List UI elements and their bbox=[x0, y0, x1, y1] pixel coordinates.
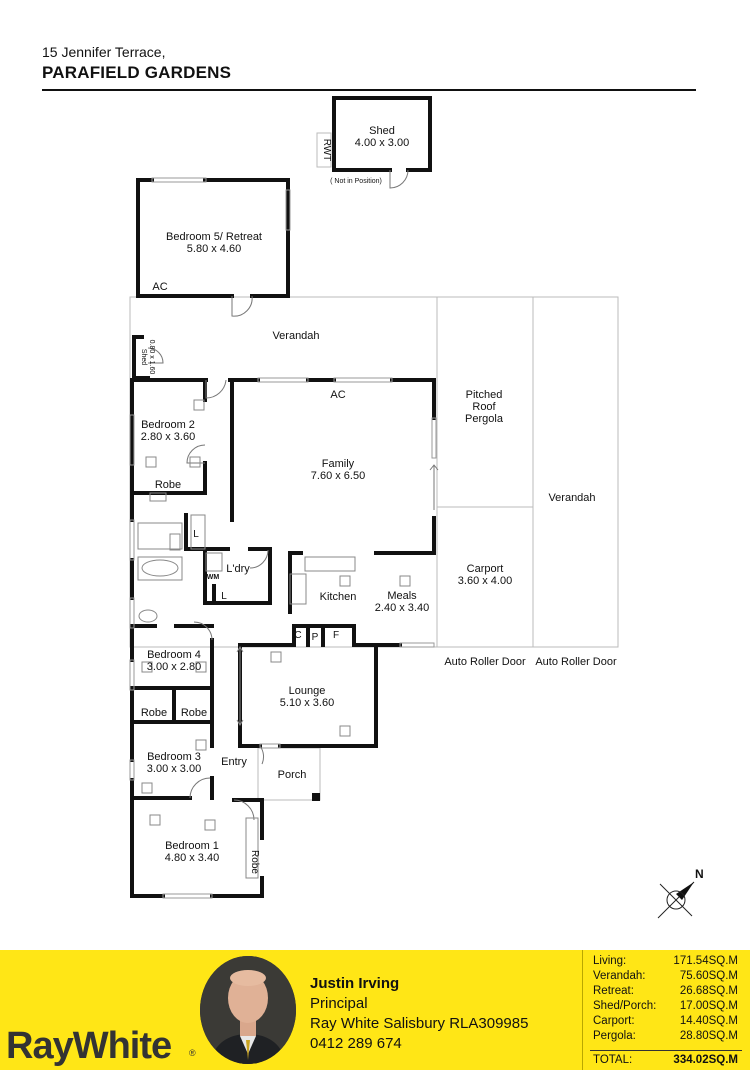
property-address: 15 Jennifer Terrace, bbox=[42, 44, 166, 60]
area-row-shed-porch: Shed/Porch: 17.00SQ.M bbox=[593, 999, 738, 1014]
header-divider bbox=[42, 89, 696, 91]
agent-phone[interactable]: 0412 289 674 bbox=[310, 1035, 402, 1052]
raywhite-logo: RayWhite bbox=[6, 1025, 172, 1067]
floor-plan: Shed 4.00 x 3.00 RWT ( Not in Position) … bbox=[129, 96, 704, 919]
entry-label: Entry bbox=[221, 756, 247, 768]
agent-portrait-icon bbox=[200, 956, 296, 1064]
cupboard-c: C bbox=[294, 630, 301, 641]
area-row-pergola: Pergola: 28.80SQ.M bbox=[593, 1029, 738, 1044]
agent-role: Principal bbox=[310, 995, 368, 1012]
agent-photo bbox=[200, 956, 296, 1064]
area-row-retreat: Retreat: 26.68SQ.M bbox=[593, 984, 738, 999]
pergola-line1: Pitched bbox=[466, 389, 503, 401]
linen2-label: L bbox=[221, 591, 227, 602]
shed-name: Shed bbox=[369, 125, 395, 137]
lounge-dims: 5.10 x 3.60 bbox=[280, 697, 334, 709]
rwt-label: RWT bbox=[321, 139, 332, 162]
porch-label: Porch bbox=[278, 769, 307, 781]
laundry-label: L'dry bbox=[226, 563, 250, 575]
pantry-p: P bbox=[312, 632, 319, 643]
bedroom4-dims: 3.00 x 2.80 bbox=[147, 661, 201, 673]
small-shed-dims: 0.80 x 1.60 bbox=[148, 340, 155, 375]
area-row-living: Living: 171.54SQ.M bbox=[593, 954, 738, 969]
property-suburb: PARAFIELD GARDENS bbox=[42, 63, 232, 82]
total-label: TOTAL: bbox=[593, 1054, 633, 1066]
area-label: Pergola: bbox=[593, 1030, 636, 1042]
carport-dims: 3.60 x 4.00 bbox=[458, 575, 512, 587]
pergola-line3: Pergola bbox=[465, 413, 504, 425]
roller-door-2: Auto Roller Door bbox=[535, 656, 617, 668]
verandah-top-label: Verandah bbox=[272, 330, 319, 342]
bedroom2-name: Bedroom 2 bbox=[141, 419, 195, 431]
area-value: 28.80SQ.M bbox=[679, 1030, 738, 1042]
roller-door-1: Auto Roller Door bbox=[444, 656, 526, 668]
area-row-carport: Carport: 14.40SQ.M bbox=[593, 1014, 738, 1029]
linen-label: L bbox=[193, 529, 199, 540]
fixtures bbox=[137, 399, 411, 879]
area-label: Verandah: bbox=[593, 970, 646, 982]
verandah-right-label: Verandah bbox=[548, 492, 595, 504]
north-label: N bbox=[695, 867, 704, 881]
agent-office: Ray White Salisbury RLA309985 bbox=[310, 1015, 529, 1032]
fridge-f: F bbox=[333, 630, 339, 641]
total-value: 334.02SQ.M bbox=[673, 1054, 738, 1066]
registered-mark: ® bbox=[189, 1048, 196, 1058]
area-label: Carport: bbox=[593, 1015, 635, 1027]
robe-bedroom1: Robe bbox=[249, 850, 260, 874]
family-name: Family bbox=[322, 458, 355, 470]
shed-dims: 4.00 x 3.00 bbox=[355, 137, 409, 149]
total-divider bbox=[590, 1050, 742, 1051]
footer-divider bbox=[582, 950, 583, 1070]
north-arrow-icon: N bbox=[657, 867, 704, 919]
ac-bedroom5: AC bbox=[152, 281, 167, 293]
area-label: Retreat: bbox=[593, 985, 634, 997]
bedroom5-name: Bedroom 5/ Retreat bbox=[166, 231, 262, 243]
bedroom5-dims: 5.80 x 4.60 bbox=[187, 243, 241, 255]
area-total: TOTAL: 334.02SQ.M bbox=[593, 1054, 738, 1066]
area-value: 17.00SQ.M bbox=[679, 1000, 738, 1012]
area-label: Living: bbox=[593, 955, 627, 967]
ac-family: AC bbox=[330, 389, 345, 401]
area-value: 14.40SQ.M bbox=[679, 1015, 738, 1027]
area-value: 75.60SQ.M bbox=[679, 970, 738, 982]
carport-name: Carport bbox=[467, 563, 504, 575]
wm-label: WM bbox=[207, 574, 220, 581]
meals-name: Meals bbox=[387, 590, 417, 602]
windows bbox=[129, 177, 437, 899]
door-swings bbox=[147, 169, 439, 821]
area-value: 171.54SQ.M bbox=[673, 955, 738, 967]
lounge-name: Lounge bbox=[289, 685, 326, 697]
porch-post bbox=[312, 793, 320, 801]
family-dims: 7.60 x 6.50 bbox=[311, 470, 365, 482]
area-summary: Living: 171.54SQ.M Verandah: 75.60SQ.M R… bbox=[593, 954, 738, 1044]
area-label: Shed/Porch: bbox=[593, 1000, 657, 1012]
pergola-line2: Roof bbox=[472, 401, 496, 413]
area-value: 26.68SQ.M bbox=[679, 985, 738, 997]
bedroom3-name: Bedroom 3 bbox=[147, 751, 201, 763]
bedroom1-dims: 4.80 x 3.40 bbox=[165, 852, 219, 864]
area-row-verandah: Verandah: 75.60SQ.M bbox=[593, 969, 738, 984]
robe-bedroom2: Robe bbox=[155, 479, 181, 491]
bedroom1-name: Bedroom 1 bbox=[165, 840, 219, 852]
robe-bedroom3: Robe bbox=[181, 707, 207, 719]
robe-bedroom4: Robe bbox=[141, 707, 167, 719]
bedroom3-dims: 3.00 x 3.00 bbox=[147, 763, 201, 775]
agent-name: Justin Irving bbox=[310, 975, 400, 992]
not-in-position-note: ( Not in Position) bbox=[330, 178, 382, 185]
bedroom2-dims: 2.80 x 3.60 bbox=[141, 431, 195, 443]
kitchen-label: Kitchen bbox=[320, 591, 357, 603]
bedroom4-name: Bedroom 4 bbox=[147, 649, 201, 661]
meals-dims: 2.40 x 3.40 bbox=[375, 602, 429, 614]
small-shed-name: Shed bbox=[140, 349, 147, 365]
